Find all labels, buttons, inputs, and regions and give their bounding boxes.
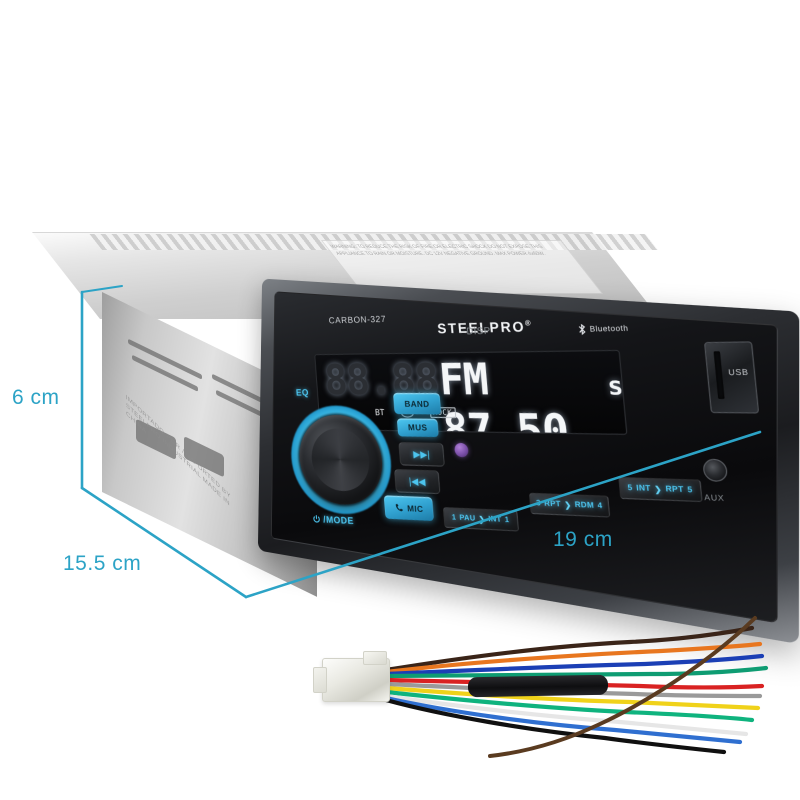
lcd-value: FM 87.50 (437, 353, 611, 435)
ir-receiver (455, 442, 469, 458)
car-stereo-unit: WARNING: TO REDUCE THE RISK OF FIRE OR E… (92, 232, 760, 572)
bluetooth-icon (578, 324, 587, 335)
faceplate-surface: CARBON-327 STEELPRO® Bluetooth 88.88 (271, 291, 778, 623)
lcd-unit-suffix: s (606, 373, 623, 402)
band-button[interactable]: BAND (393, 393, 441, 415)
phone-button-label: MIC (407, 503, 424, 513)
chevron-right-icon: ❯ (478, 515, 485, 524)
power-icon (313, 515, 321, 524)
aux-input-jack[interactable] (702, 459, 728, 482)
preset-1-number: 1 (452, 514, 457, 522)
mute-button[interactable]: MUS (397, 418, 439, 437)
preset-3-slot: 4 (597, 502, 603, 510)
bluetooth-badge: Bluetooth (578, 323, 629, 335)
usb-slot-opening (714, 351, 725, 399)
preset-5[interactable]: 5 INT ❯ RPT 5 (618, 477, 703, 502)
preset-5-mode: INT (636, 484, 651, 493)
power-mode-button[interactable]: /MODE (312, 514, 354, 527)
phone-button[interactable]: MIC (384, 495, 434, 521)
aux-label: AUX (704, 494, 725, 503)
next-track-button[interactable]: ▶▶| (398, 442, 445, 467)
model-number: CARBON-327 (328, 313, 386, 325)
preset-3-number: 3 (536, 500, 541, 508)
disp-label[interactable]: DISP (466, 325, 491, 336)
preset-1-station: INT (488, 516, 502, 524)
bluetooth-label: Bluetooth (589, 324, 628, 333)
preset-5-station: RPT (665, 485, 684, 494)
power-mode-label: /MODE (323, 514, 354, 526)
preset-1-slot: 1 (505, 516, 510, 524)
preset-3-station: RDM (574, 501, 594, 510)
preset-1[interactable]: 1 PAU ❯ INT 1 (443, 507, 519, 532)
preset-3-mode: RPT (544, 500, 561, 509)
preset-1-mode: PAU (459, 514, 476, 522)
chevron-right-icon: ❯ (564, 500, 572, 509)
phone-icon (394, 503, 406, 513)
preset-5-slot: 5 (687, 486, 693, 495)
chassis-side-text: IMPORTADO POR / IMPORTED BY STEELPRO IND… (126, 393, 246, 532)
chevron-right-icon: ❯ (654, 485, 662, 495)
harness-tape-wrap (468, 675, 608, 697)
height-label: 6 cm (12, 386, 60, 410)
previous-track-button[interactable]: |◀◀ (394, 469, 441, 494)
registered-mark: ® (525, 320, 533, 328)
iso-connector (322, 658, 390, 702)
wiring-harness (300, 600, 770, 770)
eq-label[interactable]: EQ (296, 387, 310, 397)
volume-knob[interactable] (288, 405, 396, 516)
preset-3[interactable]: 3 RPT ❯ RDM 4 (529, 493, 610, 518)
usb-port[interactable]: USB (704, 341, 759, 413)
preset-5-number: 5 (627, 484, 633, 492)
usb-label: USB (728, 369, 749, 377)
faceplate-bezel: CARBON-327 STEELPRO® Bluetooth 88.88 (258, 279, 799, 645)
